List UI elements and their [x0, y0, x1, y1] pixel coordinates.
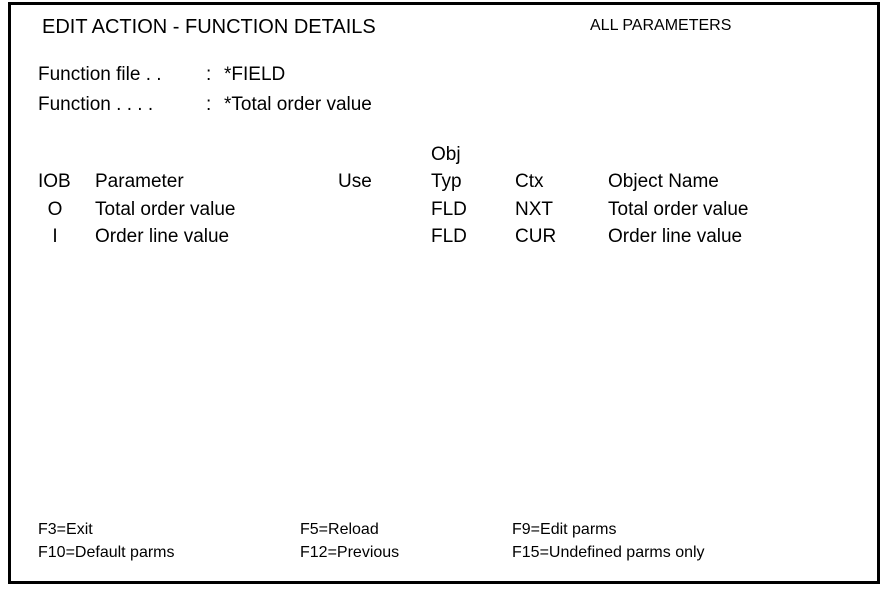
column-header-use: Use — [338, 171, 372, 192]
row-typ: FLD — [431, 199, 467, 220]
column-header-ctx: Ctx — [515, 171, 544, 192]
row-parameter: Total order value — [95, 199, 236, 220]
row-object-name: Order line value — [608, 226, 743, 247]
function-key-f3[interactable]: F3=Exit — [38, 521, 93, 538]
row-object-name: Total order value — [608, 199, 749, 220]
function-label: Function . . . . — [38, 94, 154, 115]
function-key-f12[interactable]: F12=Previous — [300, 544, 400, 561]
function-file-label: Function file . . — [38, 64, 162, 85]
function-key-f9[interactable]: F9=Edit parms — [512, 521, 617, 538]
row-ctx: NXT — [515, 199, 553, 220]
function-file-colon: : — [206, 64, 212, 85]
row-parameter: Order line value — [95, 226, 230, 247]
column-header-typ: Typ — [431, 171, 462, 192]
function-key-f15[interactable]: F15=Undefined parms only — [512, 544, 705, 561]
row-iob: O — [47, 199, 63, 220]
column-header-object-name: Object Name — [608, 171, 719, 192]
column-header-iob: IOB — [38, 171, 71, 192]
mode-label: ALL PARAMETERS — [590, 17, 732, 34]
page-title: EDIT ACTION - FUNCTION DETAILS — [42, 16, 376, 38]
function-key-f5[interactable]: F5=Reload — [300, 521, 379, 538]
row-typ: FLD — [431, 226, 467, 247]
column-header-obj-group: Obj — [431, 144, 461, 165]
function-value: *Total order value — [224, 94, 372, 115]
row-iob: I — [52, 226, 58, 247]
screen-border — [8, 2, 880, 584]
column-header-parameter: Parameter — [95, 171, 184, 192]
function-file-value: *FIELD — [224, 64, 286, 85]
row-ctx: CUR — [515, 226, 557, 247]
function-key-f10[interactable]: F10=Default parms — [38, 544, 175, 561]
function-colon: : — [206, 94, 212, 115]
